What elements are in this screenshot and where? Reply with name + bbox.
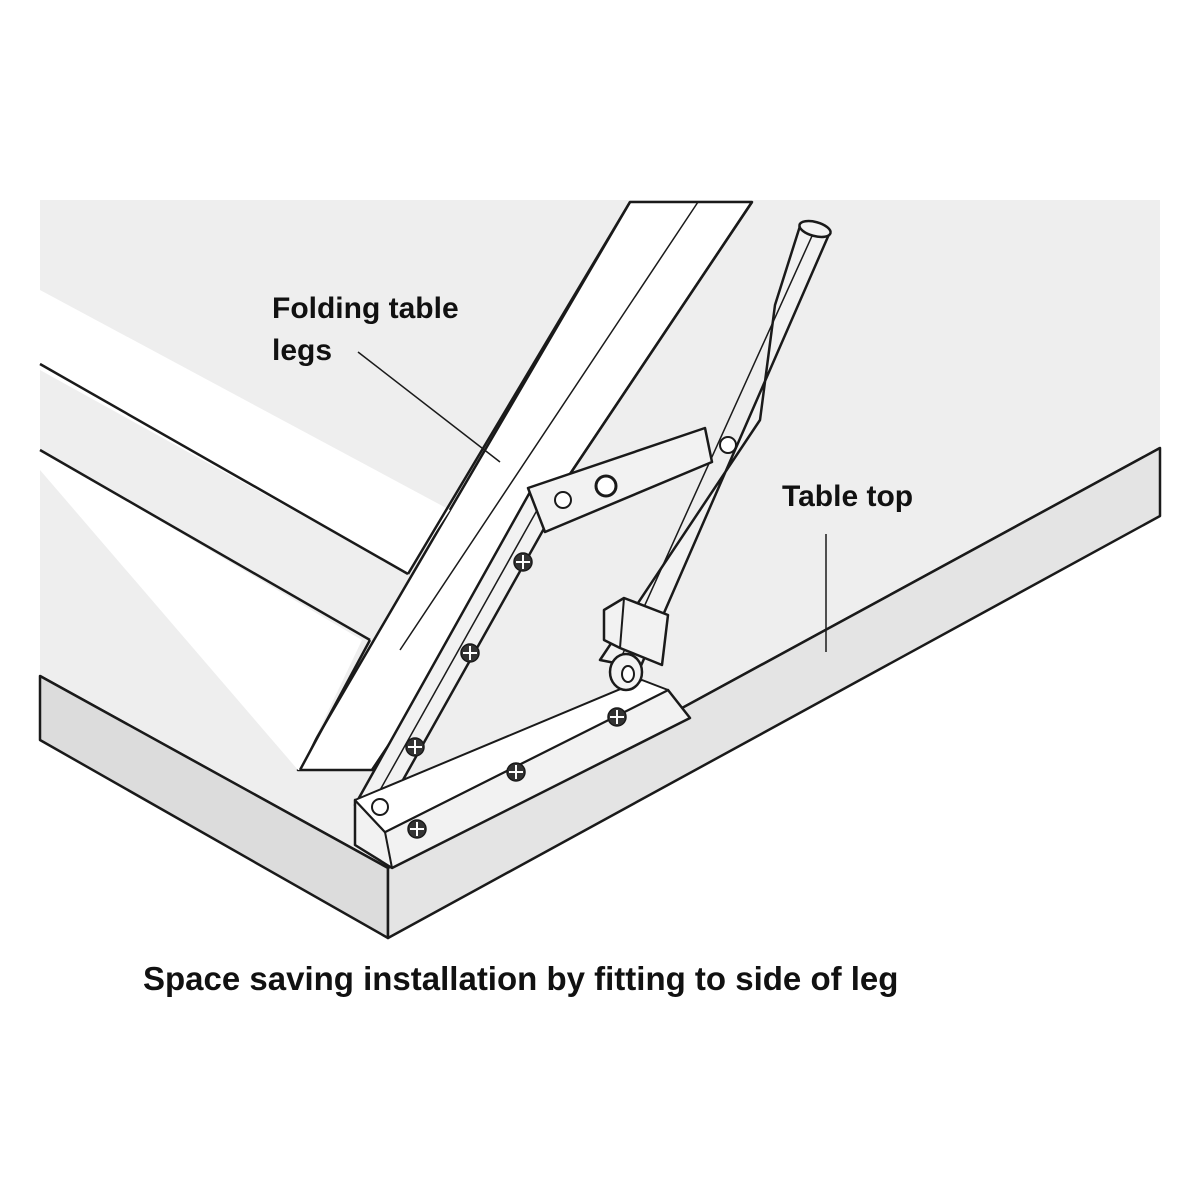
screw-slots	[408, 555, 624, 836]
folding-legs-label-line2: legs	[272, 334, 332, 367]
lower-rail-joint	[298, 639, 372, 771]
diagram-caption: Space saving installation by fitting to …	[143, 960, 898, 997]
cross-link-hole	[554, 491, 572, 509]
bracket-arm-hole	[719, 436, 737, 454]
base-plate-end-hole	[371, 798, 389, 816]
folding-leg-main-highlight	[399, 201, 699, 651]
callout-table-top: Table top	[782, 480, 913, 652]
collar-edge	[619, 597, 625, 649]
upper-rail-top-edge	[39, 362, 409, 576]
lower-rail-edge	[39, 448, 371, 642]
cross-link-pivot	[594, 474, 618, 498]
base-plate-top	[354, 679, 669, 833]
folding-leg-lower-rail	[40, 450, 362, 770]
folding-leg-main-left-edge-upper	[406, 201, 632, 575]
folding-bracket	[353, 219, 832, 870]
folding-legs-label-line1: Folding table	[272, 292, 459, 325]
folding-table-legs	[39, 200, 754, 772]
folding-legs-leader-line	[357, 351, 501, 463]
base-plate-fold	[384, 831, 393, 869]
table-top-label: Table top	[782, 480, 913, 513]
table-top-side-face	[386, 446, 1162, 940]
bracket-arm-ridge	[619, 235, 813, 661]
callout-folding-table-legs: Folding table legs	[272, 292, 501, 463]
bracket-cross-link	[526, 426, 714, 534]
folding-leg-upper-rail	[40, 290, 450, 574]
pivot-eye-hole	[621, 665, 635, 683]
bracket-leg-arm-ridge	[369, 495, 546, 809]
bracket-arm-top-end	[798, 219, 832, 239]
